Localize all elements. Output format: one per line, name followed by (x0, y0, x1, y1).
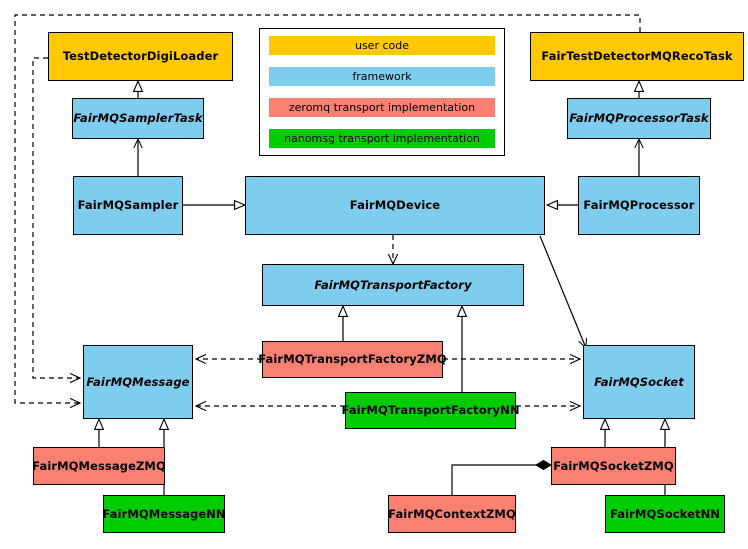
class-label: FairMQMessage (86, 374, 190, 389)
class-label: FairTestDetectorMQRecoTask (541, 49, 733, 64)
legend-item-zeromq: zeromq transport implementation (269, 98, 495, 117)
class-fairmq-socket[interactable]: FairMQSocket (583, 345, 695, 419)
class-fairmq-sampler-task[interactable]: FairMQSamplerTask (72, 98, 204, 139)
class-fairmq-message[interactable]: FairMQMessage (83, 345, 193, 419)
legend-label: zeromq transport implementation (288, 101, 476, 114)
class-label: FairMQSampler (77, 198, 179, 213)
class-fairmq-transport-factory-zmq[interactable]: FairMQTransportFactoryZMQ (258, 341, 447, 378)
class-label: FairMQTransportFactoryNN (341, 403, 520, 418)
class-label: FairMQMessageNN (102, 506, 226, 521)
class-fairmq-transport-factory-nn[interactable]: FairMQTransportFactoryNN (341, 392, 519, 429)
class-label: FairMQSocketZMQ (553, 458, 674, 473)
class-fairmq-sampler[interactable]: FairMQSampler (73, 176, 183, 235)
class-label: FairMQSocket (594, 374, 684, 389)
class-fairmq-device[interactable]: FairMQDevice (245, 176, 545, 235)
legend-item-user-code: user code (269, 36, 495, 55)
class-label: FairMQTransportFactory (314, 277, 472, 292)
class-fairmq-socket-zmq[interactable]: FairMQSocketZMQ (551, 447, 676, 485)
class-label: FairMQProcessor (583, 198, 695, 213)
legend-label: framework (352, 70, 412, 83)
legend-item-framework: framework (269, 67, 495, 86)
class-fairmq-message-zmq[interactable]: FairMQMessageZMQ (32, 447, 166, 485)
edge-device-to-socket (539, 235, 587, 350)
class-fairmq-transport-factory[interactable]: FairMQTransportFactory (262, 264, 524, 306)
class-label: TestDetectorDigiLoader (62, 49, 219, 64)
legend-label: user code (354, 39, 410, 52)
legend-label: nanomsg transport implementation (284, 132, 480, 145)
class-fairmq-message-nn[interactable]: FairMQMessageNN (102, 495, 226, 533)
class-fair-test-detector-mq-reco-task[interactable]: FairTestDetectorMQRecoTask (530, 32, 744, 81)
class-label: FairMQTransportFactoryZMQ (258, 352, 447, 367)
class-label: FairMQContextZMQ (388, 506, 516, 521)
legend: user code framework zeromq transport imp… (259, 28, 505, 156)
class-fairmq-processor-task[interactable]: FairMQProcessorTask (567, 98, 711, 139)
class-label: FairMQSocketNN (609, 506, 721, 521)
class-fairmq-socket-nn[interactable]: FairMQSocketNN (605, 495, 725, 533)
class-label: FairMQMessageZMQ (32, 458, 166, 473)
legend-item-nanomsg: nanomsg transport implementation (269, 129, 495, 148)
edge-socketzmq-composition-contextzmq (451, 459, 552, 495)
class-test-detector-digi-loader[interactable]: TestDetectorDigiLoader (48, 32, 233, 81)
class-fairmq-processor[interactable]: FairMQProcessor (578, 176, 700, 235)
class-label: FairMQSamplerTask (73, 111, 203, 126)
class-label: FairMQProcessorTask (569, 111, 709, 126)
class-label: FairMQDevice (349, 198, 441, 213)
class-fairmq-context-zmq[interactable]: FairMQContextZMQ (388, 495, 516, 533)
